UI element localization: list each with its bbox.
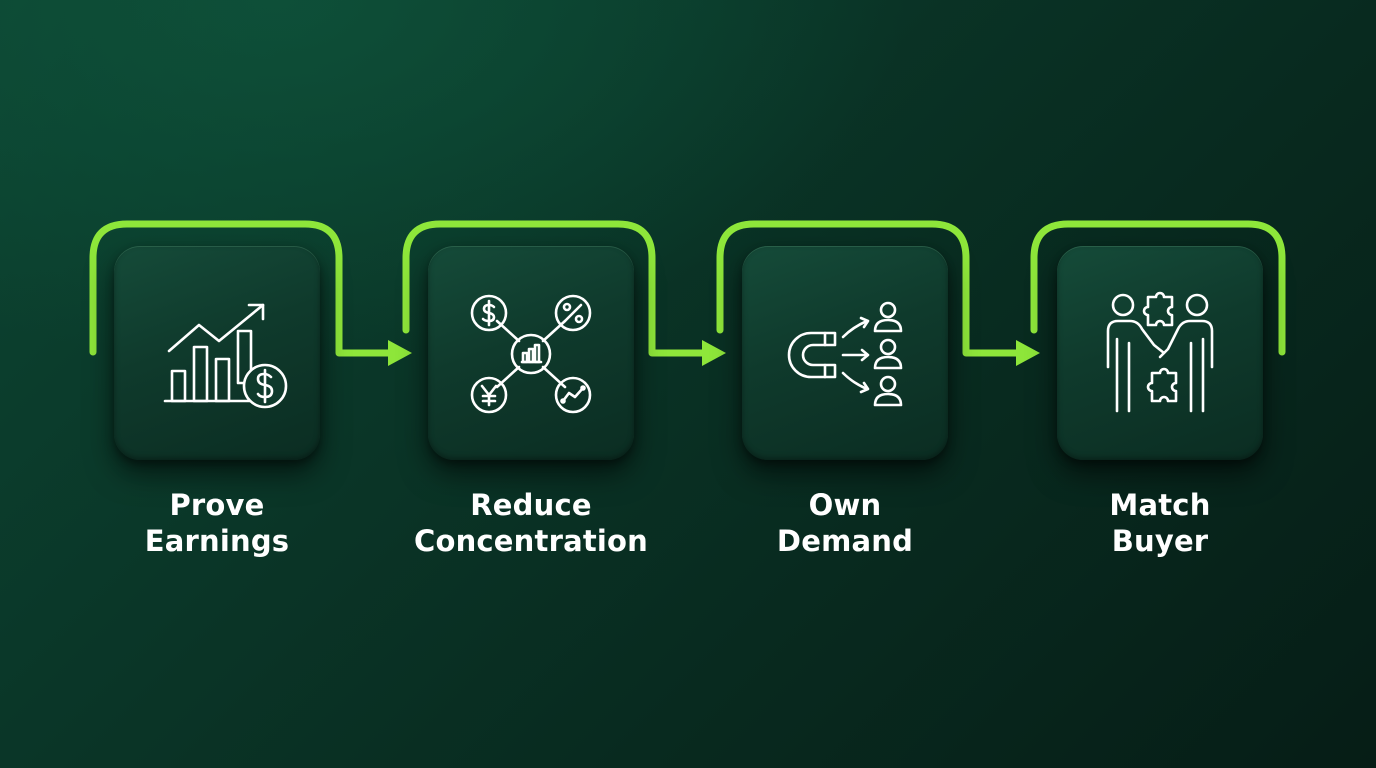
connector-step-4 xyxy=(1030,220,1286,356)
step-label-own-demand: Own Demand xyxy=(776,488,914,558)
connector-step-1 xyxy=(89,220,412,366)
step-label-reduce-concentration: Reduce Concentration xyxy=(413,488,649,558)
step-tile-reduce-concentration xyxy=(428,246,634,460)
diversified-network-icon xyxy=(461,283,601,423)
step-tile-own-demand xyxy=(742,246,948,460)
connector-step-3 xyxy=(716,220,1040,366)
step-label-match-buyer: Match Buyer xyxy=(1109,488,1211,558)
handshake-puzzle-icon xyxy=(1090,283,1230,423)
growth-chart-dollar-icon xyxy=(147,283,287,423)
connector-step-2 xyxy=(402,220,726,366)
step-label-prove-earnings: Prove Earnings xyxy=(144,488,290,558)
step-tile-prove-earnings xyxy=(114,246,320,460)
step-tile-match-buyer xyxy=(1057,246,1263,460)
magnet-audience-icon xyxy=(775,283,915,423)
